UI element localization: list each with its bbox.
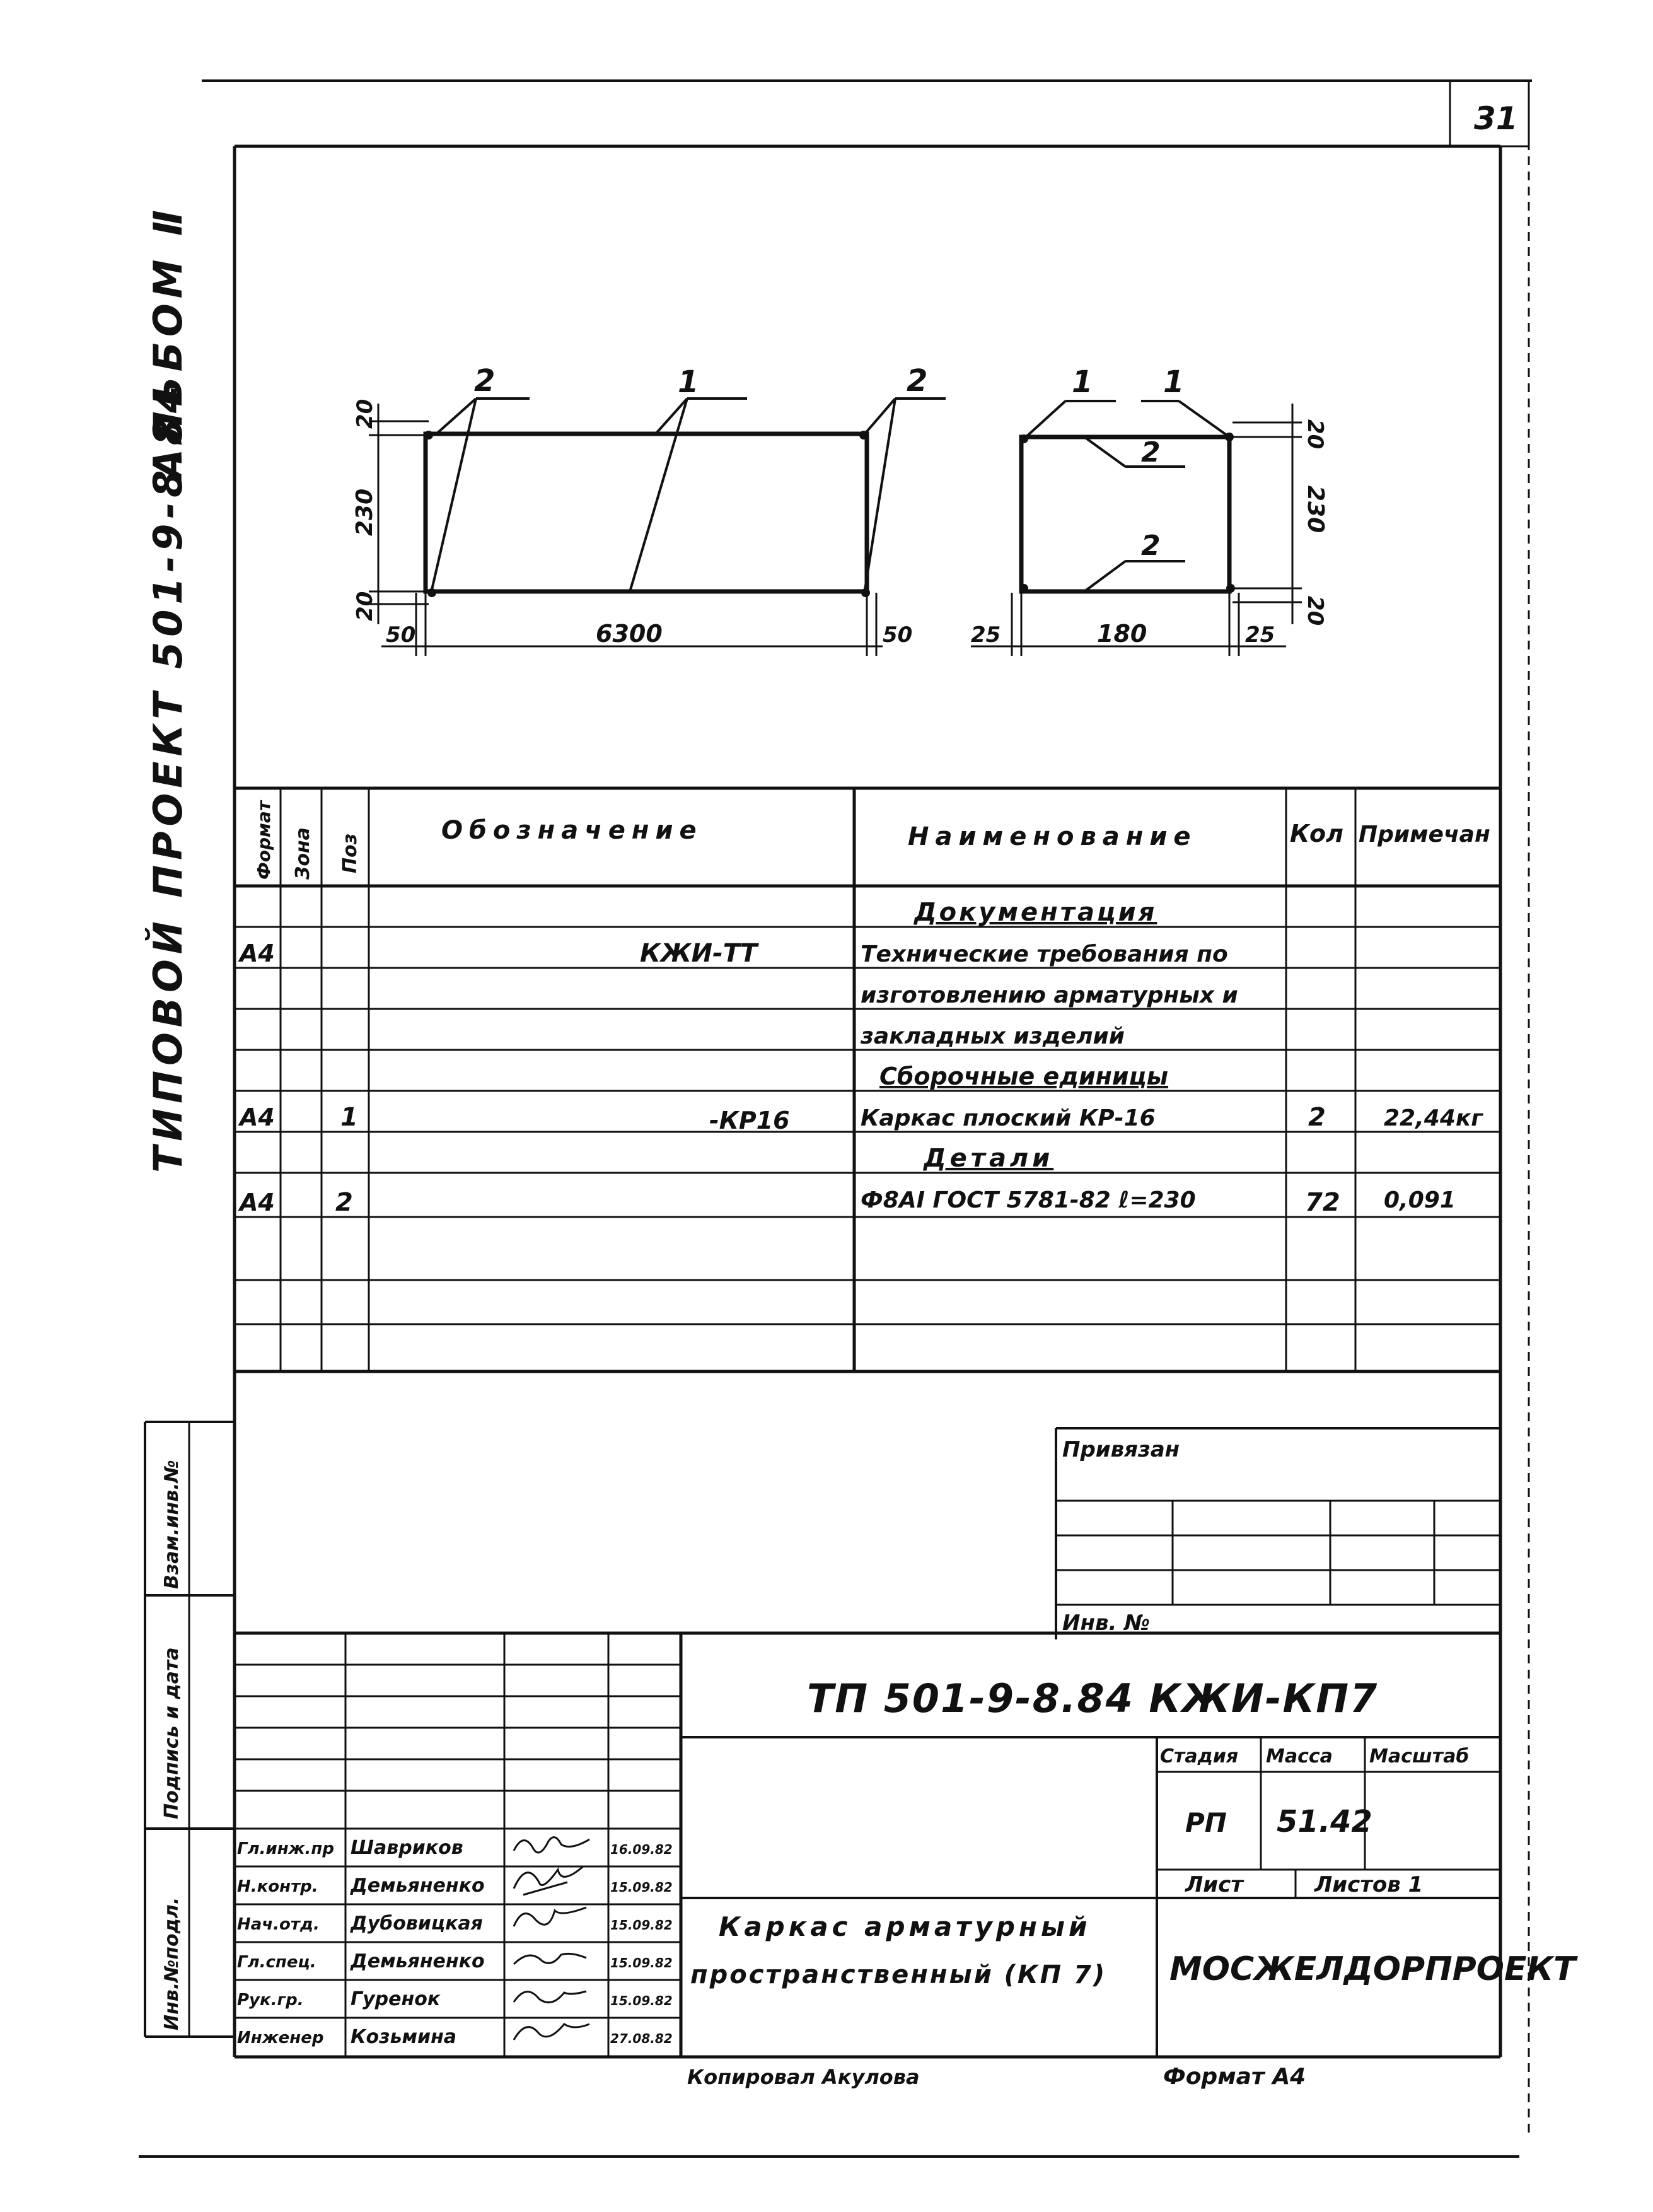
signature-role: Инженер	[237, 2029, 323, 2047]
handwritten-signatures	[513, 1836, 590, 2040]
row-designation: -КР16	[709, 1107, 790, 1134]
left-frame-drawing: 2 1 2 20 230 20 50 6300 50	[352, 363, 946, 656]
vzam-inv-label: Взам.инв.№	[161, 1460, 183, 1589]
left-callout-1: 1	[678, 364, 699, 400]
right-dim-bottom: 20	[1302, 596, 1328, 626]
left-dim-bottom: 20	[352, 591, 378, 621]
left-dim-margin-l: 50	[386, 622, 415, 648]
spec-table: Формат Зона Поз Обозначение Наименование…	[235, 786, 1500, 1373]
row-note: 22,44кг	[1384, 1105, 1483, 1131]
signature-role: Нач.отд.	[237, 1915, 320, 1934]
left-callout-2b: 2	[907, 363, 927, 399]
row-name: закладных изделий	[860, 1023, 1125, 1049]
signature-role: Гл.инж.пр	[237, 1839, 334, 1858]
right-callout-1a: 1	[1072, 364, 1093, 400]
stage-value: РП	[1185, 1807, 1227, 1838]
copied-by: Копировал Акулова	[687, 2065, 920, 2089]
right-dim-width: 180	[1097, 620, 1147, 648]
left-callout-2a: 2	[474, 363, 495, 399]
row-name: Технические требования по	[861, 941, 1228, 967]
row-name: Ф8АⅠ ГОСТ 5781-82 ℓ=230	[861, 1187, 1196, 1213]
signature-name: Демьяненко	[350, 1950, 485, 1972]
right-dim-top: 20	[1302, 419, 1328, 449]
row-name: изготовлению арматурных и	[861, 982, 1238, 1008]
row-pos: 2	[335, 1188, 353, 1217]
signature-role: Н.контр.	[237, 1877, 318, 1896]
organization: МОСЖЕЛДОРПРОЕКТ	[1169, 1950, 1578, 1988]
mass-label: Масса	[1266, 1745, 1333, 1767]
left-dim-height: 230	[352, 489, 378, 536]
header-pos: Поз	[339, 834, 361, 873]
format-label: Формат А4	[1163, 2064, 1306, 2090]
row-format: А4	[238, 1103, 275, 1131]
left-dim-margin-r: 50	[883, 622, 912, 648]
right-callout-2a: 2	[1141, 436, 1161, 469]
inv-podl-label: Инв.№подл.	[161, 1897, 183, 2030]
right-callout-2b: 2	[1141, 530, 1161, 562]
podpis-data-label: Подпись и дата	[161, 1648, 183, 1819]
row-qty: 2	[1308, 1103, 1326, 1132]
signature-role: Гл.спец.	[237, 1953, 316, 1972]
signature-name: Дубовицкая	[350, 1912, 483, 1935]
signature-name: Шавриков	[351, 1837, 463, 1859]
header-designation: Обозначение	[441, 816, 703, 845]
header-note: Примечан	[1359, 822, 1490, 847]
row-format: А4	[238, 1189, 275, 1216]
inv-no-label: Инв. №	[1062, 1610, 1150, 1636]
doc-code: ТП 501-9-8.84 КЖИ-КП7	[807, 1675, 1378, 1721]
left-dim-width: 6300	[596, 620, 663, 648]
header-format: Формат	[253, 800, 274, 880]
left-frame-outline	[423, 431, 869, 594]
right-dim-margin-r: 25	[1245, 622, 1275, 648]
page-number: 31	[1474, 100, 1518, 137]
signature-name: Гуренок	[351, 1988, 441, 2010]
header-zone: Зона	[292, 827, 314, 880]
stage-label: Стадия	[1160, 1745, 1238, 1767]
drawing-title-2: пространственный (КП 7)	[690, 1960, 1106, 1989]
row-note: 0,091	[1384, 1187, 1456, 1213]
row-pos: 1	[340, 1103, 358, 1132]
signature-role: Рук.гр.	[237, 1991, 304, 2010]
signature-name: Демьяненко	[350, 1875, 485, 1897]
signature-date: 15.09.82	[610, 1955, 673, 1970]
signature-date: 15.09.82	[610, 1918, 673, 1933]
signature-date: 16.09.82	[610, 1842, 673, 1857]
row-name: Детали	[922, 1144, 1053, 1173]
row-designation: КЖИ-ТТ	[640, 939, 759, 968]
signature-date: 15.09.82	[610, 1993, 673, 2008]
sheet-label: Лист	[1185, 1872, 1244, 1897]
side-album-title: АЛЬБОМ Ⅱ	[145, 205, 191, 482]
side-project-title: ТИПОВОЙ ПРОЕКТ 501-9-8.84	[145, 381, 191, 1173]
header-qty: Кол	[1290, 820, 1343, 847]
right-dim-height: 230	[1302, 486, 1328, 533]
scale-label: Масштаб	[1369, 1745, 1469, 1767]
right-dim-margin-l: 25	[971, 622, 1000, 648]
row-format: А4	[238, 940, 275, 967]
privyazan-block: Привязан Инв. №	[1055, 1427, 1500, 1639]
row-name: Каркас плоский КР-16	[861, 1105, 1156, 1131]
right-frame-outline	[1019, 434, 1232, 594]
mass-value: 51.42	[1277, 1804, 1372, 1839]
signature-rows: Гл.инж.пр Шавриков 16.09.82 Н.контр. Дем…	[237, 1837, 673, 2048]
privyazan-label: Привязан	[1062, 1437, 1180, 1462]
sheets-label: Листов 1	[1314, 1872, 1423, 1897]
left-stamp: Взам.инв.№ Подпись и дата Инв.№подл.	[144, 1421, 235, 2038]
row-name: Сборочные единицы	[879, 1062, 1168, 1090]
header-name: Наименование	[908, 822, 1197, 851]
left-dim-top: 20	[352, 399, 378, 429]
row-name: Документация	[913, 898, 1157, 927]
signature-date: 27.08.82	[610, 2031, 673, 2046]
right-frame-drawing: 1 1 2 2 20 230 20 25 180 25	[971, 364, 1328, 656]
title-block: ТП 501-9-8.84 КЖИ-КП7 Стадия Масса Масшт…	[235, 1631, 1578, 2057]
signature-name: Козьмина	[351, 2026, 456, 2048]
drawing-title-1: Каркас арматурный	[719, 1911, 1091, 1942]
row-qty: 72	[1305, 1188, 1340, 1217]
signature-date: 15.09.82	[610, 1880, 673, 1895]
right-callout-1b: 1	[1163, 364, 1184, 400]
